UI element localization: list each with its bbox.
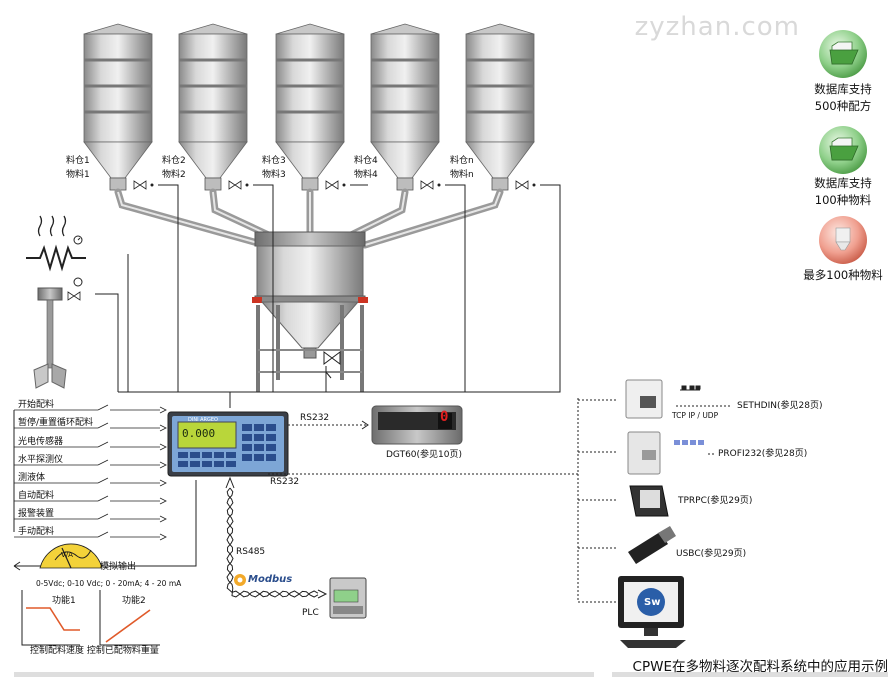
silo-bin-label: 料仓n (450, 156, 474, 166)
weigh-hopper (252, 231, 368, 392)
silo-material-label: 物料n (450, 170, 474, 180)
input-switch-row (14, 422, 167, 432)
plc-device (329, 577, 367, 619)
input-label: 水平探测仪 (18, 455, 64, 465)
silo (370, 23, 441, 191)
input-label: 测液体 (18, 473, 46, 483)
silo-material-label: 物料1 (66, 170, 90, 180)
silo-bin-label: 料仓2 (162, 156, 186, 166)
input-switch-row (14, 459, 167, 469)
input-switch-row (14, 513, 167, 523)
function2-label: 功能2 (122, 596, 146, 606)
footer-bar-right (612, 672, 888, 677)
module-tcpip-tag: TCP IP / UDP (672, 411, 719, 420)
module-profi232-label: PROFI232(参见28页) (718, 449, 808, 459)
heater-icon (26, 215, 86, 272)
load-cell-right (358, 297, 368, 303)
silo (465, 23, 536, 191)
rs485-cable (225, 476, 328, 599)
plc-label: PLC (302, 608, 319, 618)
silo-material-label: 物料2 (162, 170, 186, 180)
feed-pipes-highlight (117, 191, 501, 246)
input-switch-row (14, 477, 167, 487)
silo-icon (819, 216, 867, 264)
silo-material-label: 物料4 (354, 170, 378, 180)
silo-bin-label: 料仓4 (354, 156, 378, 166)
display-label: DGT60(参见10页) (386, 450, 463, 460)
input-label: 开始配料 (18, 400, 55, 410)
silo (178, 23, 249, 191)
module-profi232 (627, 431, 704, 475)
folder-icon (819, 30, 867, 78)
watermark: zyzhan.com (634, 12, 800, 42)
weighing-instrument (167, 411, 289, 477)
rs232-bottom-label: RS232 (270, 477, 300, 487)
remote-display (371, 405, 463, 445)
silo (83, 23, 154, 191)
instrument-reading: 0.000 (182, 427, 216, 440)
input-label: 手动配料 (18, 527, 55, 537)
input-label: 自动配料 (18, 491, 55, 501)
module-usbc-label: USBC(参见29页) (676, 549, 747, 559)
modbus-label: Modbus (248, 574, 293, 585)
agitator-icon (33, 277, 83, 389)
usb-stick-icon (628, 526, 676, 564)
module-sethdin-label: SETHDIN(参见28页) (737, 401, 823, 411)
silo-bin-label: 料仓3 (262, 156, 286, 166)
sw-logo-text: Sw (644, 597, 661, 608)
rs485-label: RS485 (236, 547, 266, 557)
silo-bin-label: 料仓1 (66, 156, 90, 166)
figure-caption: CPWE在多物料逐次配料系统中的应用示例 (632, 659, 888, 675)
function-graphs (21, 590, 160, 646)
display-digit: 0 (440, 409, 449, 425)
rs232-display-link (288, 420, 369, 430)
input-rows (14, 404, 167, 541)
load-cell-left (252, 297, 262, 303)
modbus-logo (234, 574, 246, 586)
rs232-module-bus (268, 398, 732, 603)
module-sethdin (625, 379, 701, 419)
computer-monitor-icon (618, 576, 686, 648)
footer-bar-left (14, 672, 594, 677)
input-switch-row (14, 441, 167, 451)
input-switch-row (14, 404, 167, 414)
folder-icon (819, 126, 867, 174)
function-caption: 控制配料速度 控制已配物料重量 (30, 646, 159, 656)
feature-label-max: 最多100种物料 (803, 268, 883, 282)
rs232-top-label: RS232 (300, 413, 330, 423)
input-label: 光电传感器 (18, 437, 64, 447)
silo-material-label: 物料3 (262, 170, 286, 180)
module-tprpc-label: TPRPC(参见29页) (678, 496, 753, 506)
analog-title: 模拟输出 (100, 562, 137, 572)
instrument-brand: DINI ARGEO (188, 417, 218, 423)
input-label: 报警装置 (18, 509, 55, 519)
analog-meter (39, 543, 103, 569)
analog-ranges: 0-5Vdc; 0-10 Vdc; 0 - 20mA; 4 - 20 mA (36, 579, 182, 588)
meter-label: V/A (61, 551, 73, 559)
hopper-valve (323, 351, 341, 383)
module-tprpc (629, 485, 669, 517)
silo (275, 23, 346, 191)
wiring (13, 184, 561, 532)
input-label: 暂停/重置循环配料 (18, 418, 94, 428)
input-switch-row (14, 531, 167, 541)
silo-group (83, 23, 536, 191)
feature-icons (819, 30, 867, 264)
input-switch-row (14, 495, 167, 505)
function1-label: 功能1 (52, 596, 76, 606)
